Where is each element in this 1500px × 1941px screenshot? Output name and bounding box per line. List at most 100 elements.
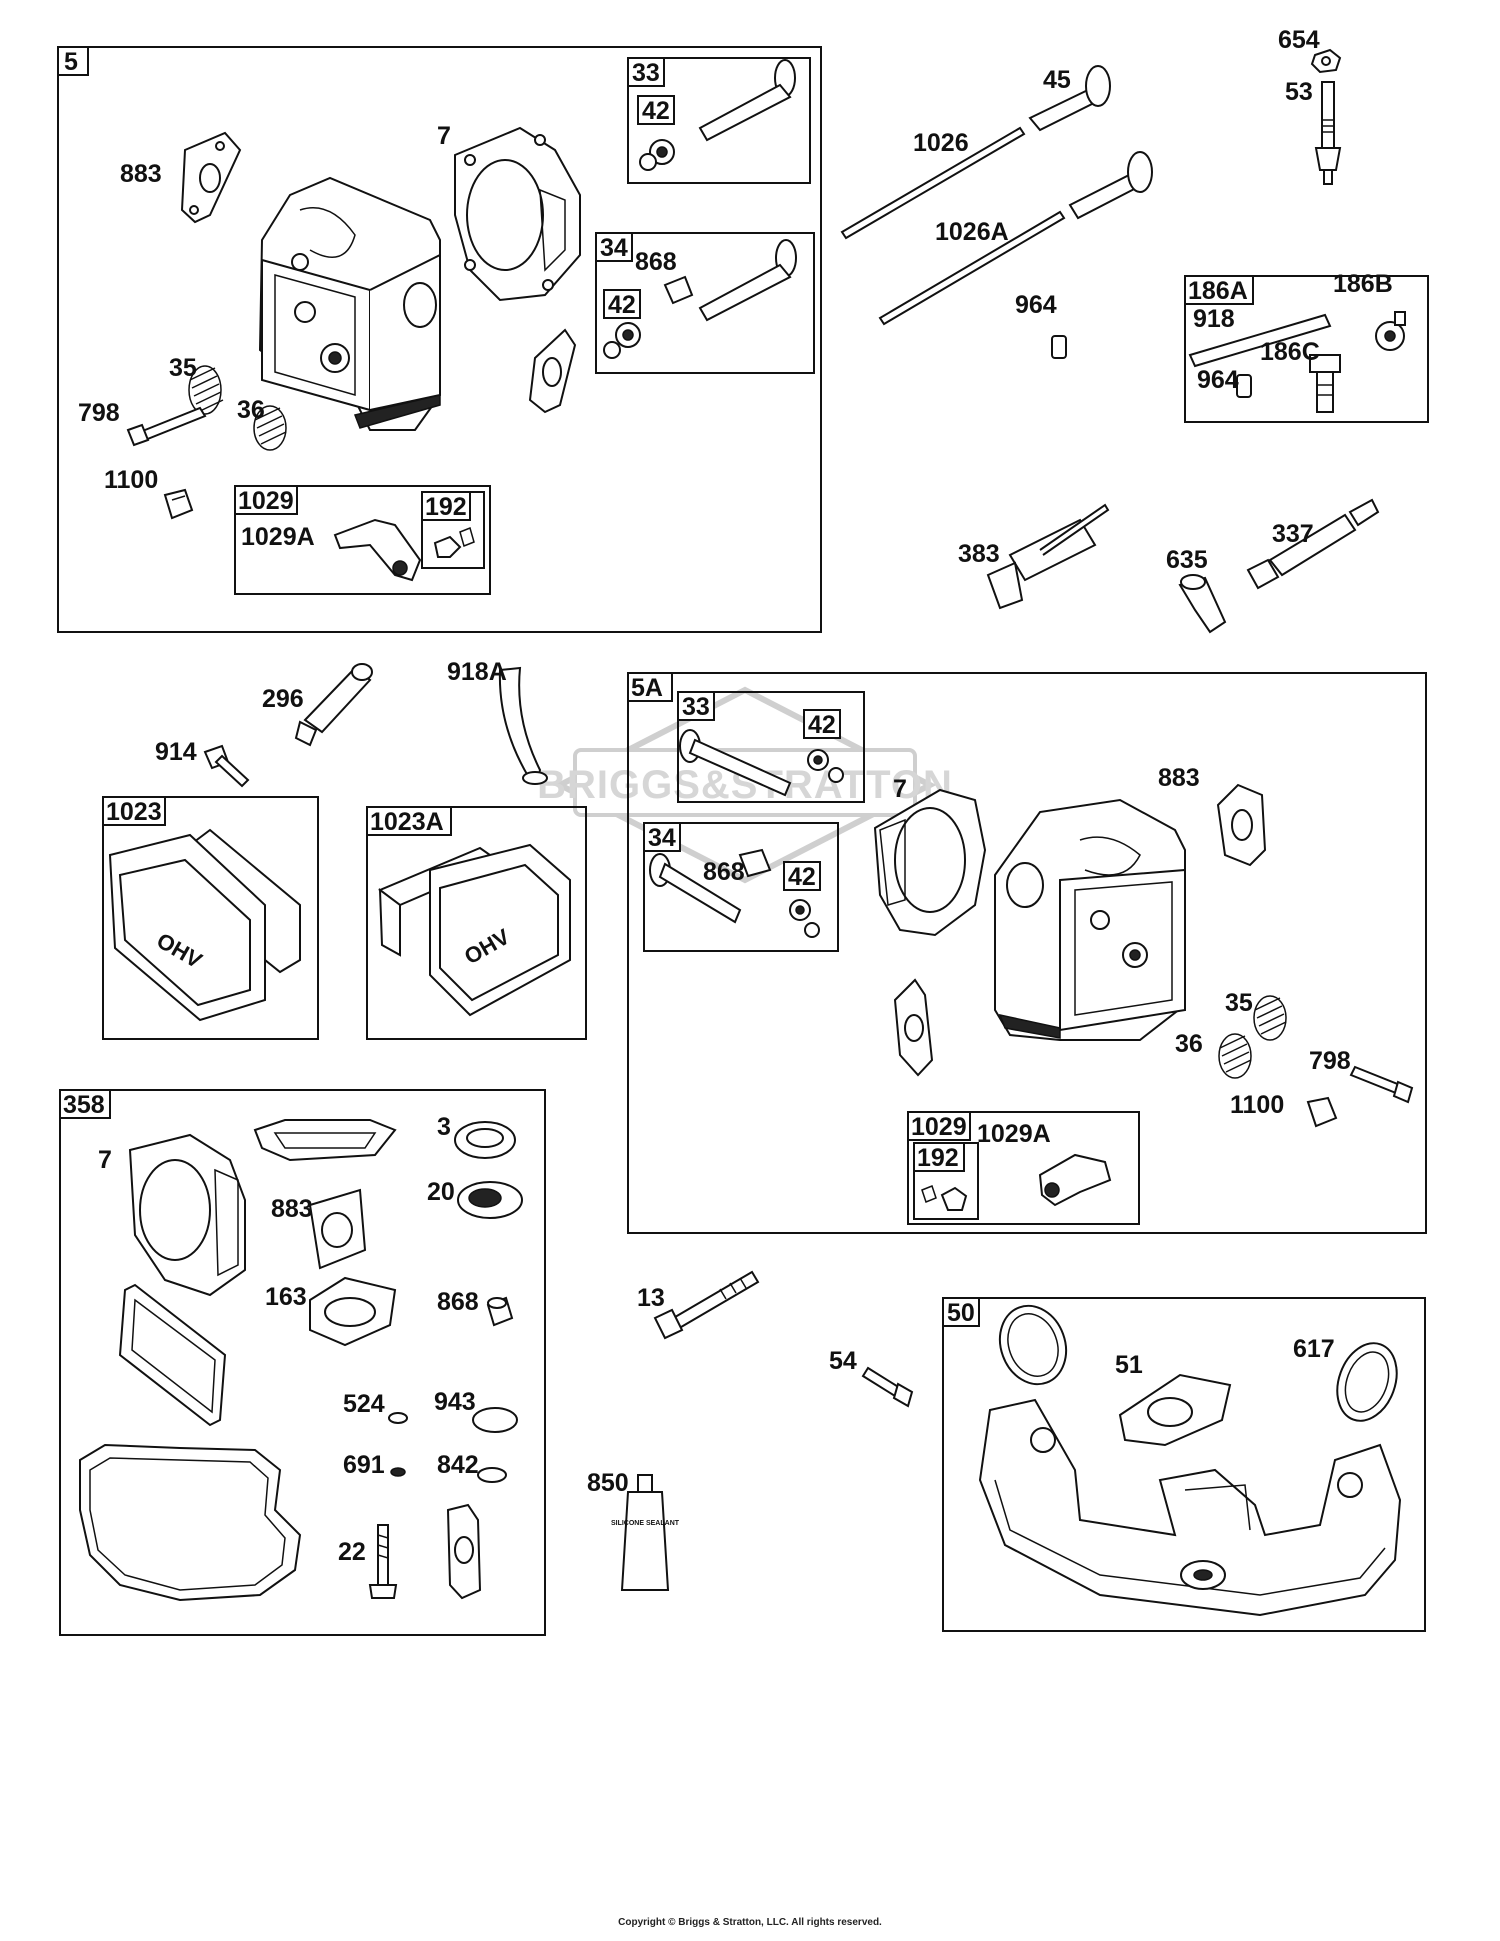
group-box-1023a — [366, 806, 587, 1040]
box-tag-186a — [1184, 275, 1254, 305]
clip-1100-top — [163, 488, 194, 520]
exhaust-valve-33-bottom — [679, 729, 844, 797]
label-883-a: 883 — [120, 160, 162, 188]
box-tag-192-top — [421, 491, 471, 521]
label-943: 943 — [434, 1388, 476, 1416]
label-842: 842 — [437, 1451, 479, 1479]
valve-spring-36-top — [253, 405, 287, 451]
label-20: 20 — [427, 1178, 455, 1206]
label-7-b: 7 — [893, 775, 907, 803]
oring-842 — [477, 1467, 507, 1483]
bolt-914 — [203, 744, 250, 788]
label-883-c: 883 — [271, 1195, 313, 1223]
box-label-192-top: 192 — [425, 493, 467, 521]
box-tag-33-bottom — [677, 691, 715, 721]
intake-manifold-50 — [978, 1398, 1402, 1617]
valve-spring-36-bottom — [1218, 1033, 1252, 1079]
fitting-186c — [1309, 354, 1341, 413]
valve-cover-1023a: OHV — [378, 843, 571, 1017]
label-45: 45 — [1043, 66, 1071, 94]
box-label-192-bottom: 192 — [917, 1144, 959, 1172]
label-691: 691 — [343, 1451, 385, 1479]
label-35-a: 35 — [169, 354, 197, 382]
label-654: 654 — [1278, 26, 1320, 54]
label-914: 914 — [155, 738, 197, 766]
group-box-1023 — [102, 796, 319, 1040]
label-798-b: 798 — [1309, 1047, 1351, 1075]
intake-gasket-kit-small — [446, 1503, 482, 1600]
label-1100-b: 1100 — [1230, 1091, 1284, 1119]
spacer-964-a — [1051, 335, 1067, 359]
group-box-1029-top — [234, 485, 491, 595]
gasket-ring-left — [998, 1304, 1068, 1386]
label-163: 163 — [265, 1283, 307, 1311]
box-label-42-d: 42 — [788, 863, 816, 891]
oil-seal-20 — [457, 1181, 523, 1219]
intake-valve-34-bottom — [649, 848, 820, 938]
box-tag-192-bottom — [913, 1142, 965, 1172]
exhaust-valve-33-top — [639, 59, 796, 171]
intake-gasket-883-lower — [528, 328, 577, 414]
bolt-798-top — [126, 406, 207, 447]
rocker-cover-gasket-kit — [253, 1119, 397, 1162]
oring-943 — [472, 1407, 518, 1433]
label-918: 918 — [1193, 305, 1235, 333]
bolt-22 — [368, 1524, 398, 1599]
box-label-1023a: 1023A — [370, 808, 444, 836]
box-tag-1023 — [102, 796, 166, 826]
label-296: 296 — [262, 685, 304, 713]
label-35-b: 35 — [1225, 989, 1253, 1017]
valve-cover-1023: OHV — [108, 828, 301, 1022]
label-36-b: 36 — [1175, 1030, 1203, 1058]
box-tag-50 — [942, 1297, 980, 1327]
box-tag-1023a — [366, 806, 452, 836]
box-tag-34-bottom — [643, 822, 681, 852]
label-13: 13 — [637, 1284, 665, 1312]
seal-3 — [454, 1121, 516, 1159]
box-tag-42-b — [603, 289, 641, 319]
spacer-868-kit — [486, 1296, 514, 1327]
box-label-33-top: 33 — [632, 59, 660, 87]
box-label-42-c: 42 — [808, 711, 836, 739]
valve-spring-35-bottom — [1253, 995, 1287, 1041]
breather-tube-918 — [1188, 313, 1332, 368]
box-label-358: 358 — [63, 1091, 105, 1119]
box-tag-42-d — [783, 861, 821, 891]
copyright-notice: Copyright © Briggs & Stratton, LLC. All … — [618, 1917, 882, 1928]
label-1029a-b: 1029A — [977, 1120, 1051, 1148]
pushrod-1026 — [840, 126, 1026, 240]
intake-gasket-883-kit — [308, 1188, 367, 1270]
group-box-358 — [59, 1089, 546, 1636]
spark-plug-337 — [1246, 498, 1380, 590]
label-1026a: 1026A — [935, 218, 1009, 246]
box-label-5: 5 — [64, 48, 78, 76]
rocker-arm-1029a-bottom — [1038, 1153, 1112, 1207]
group-box-33-top — [627, 57, 811, 184]
ignition-coil-383 — [986, 503, 1110, 610]
intake-gasket-51 — [1118, 1373, 1232, 1447]
label-524: 524 — [343, 1390, 385, 1418]
head-gasket-7-kit — [128, 1133, 246, 1297]
label-868-b: 868 — [703, 858, 745, 886]
box-tag-34-top — [595, 232, 633, 262]
box-label-1023: 1023 — [106, 798, 162, 826]
bolt-13 — [653, 1270, 760, 1340]
label-186b: 186B — [1333, 270, 1393, 298]
gasket-163 — [309, 1276, 397, 1347]
intake-gasket-883-top — [180, 131, 242, 224]
label-3: 3 — [437, 1113, 451, 1141]
label-964-a: 964 — [1015, 291, 1057, 319]
label-337: 337 — [1272, 520, 1314, 548]
box-label-1029-bottom: 1029 — [911, 1113, 967, 1141]
sealant-tube-850: SILICONE SEALANT — [611, 1474, 680, 1591]
gasket-ring-617 — [1336, 1342, 1398, 1422]
label-7-a: 7 — [437, 122, 451, 150]
intake-gasket-883-small — [893, 978, 934, 1077]
box-label-42-b: 42 — [608, 291, 636, 319]
rocker-nut-192-bottom — [921, 1185, 968, 1211]
label-1100-a: 1100 — [104, 466, 158, 494]
pushrod-guide-1026-lower — [1068, 151, 1153, 220]
label-1029a-a: 1029A — [241, 523, 315, 551]
group-box-50 — [942, 1297, 1426, 1632]
